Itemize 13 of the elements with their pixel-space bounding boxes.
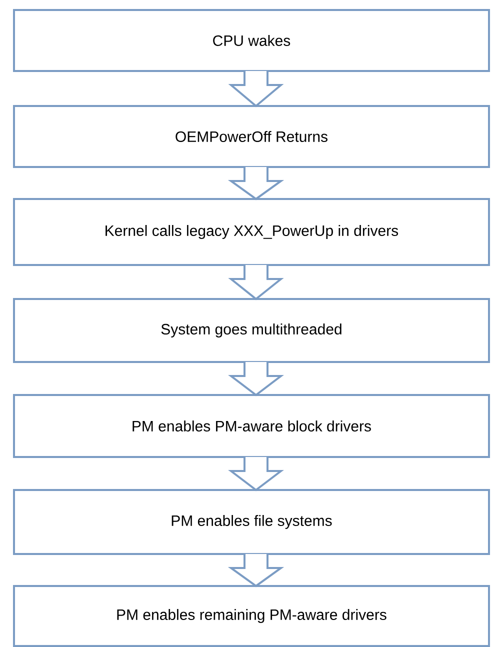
block-arrow	[228, 553, 284, 588]
block-arrow	[228, 70, 284, 108]
block-arrow	[228, 361, 284, 396]
process-box: OEMPowerOff Returns	[13, 105, 490, 168]
process-box: PM enables file systems	[13, 489, 490, 555]
process-box: System goes multithreaded	[13, 298, 490, 363]
process-box: PM enables PM-aware block drivers	[13, 394, 490, 458]
process-box: CPU wakes	[13, 9, 490, 72]
process-box: Kernel calls legacy XXX_PowerUp in drivers	[13, 198, 490, 266]
block-arrow	[228, 264, 284, 300]
block-arrow	[228, 166, 284, 200]
process-box: PM enables remaining PM-aware drivers	[13, 585, 490, 647]
block-arrow	[228, 456, 284, 492]
